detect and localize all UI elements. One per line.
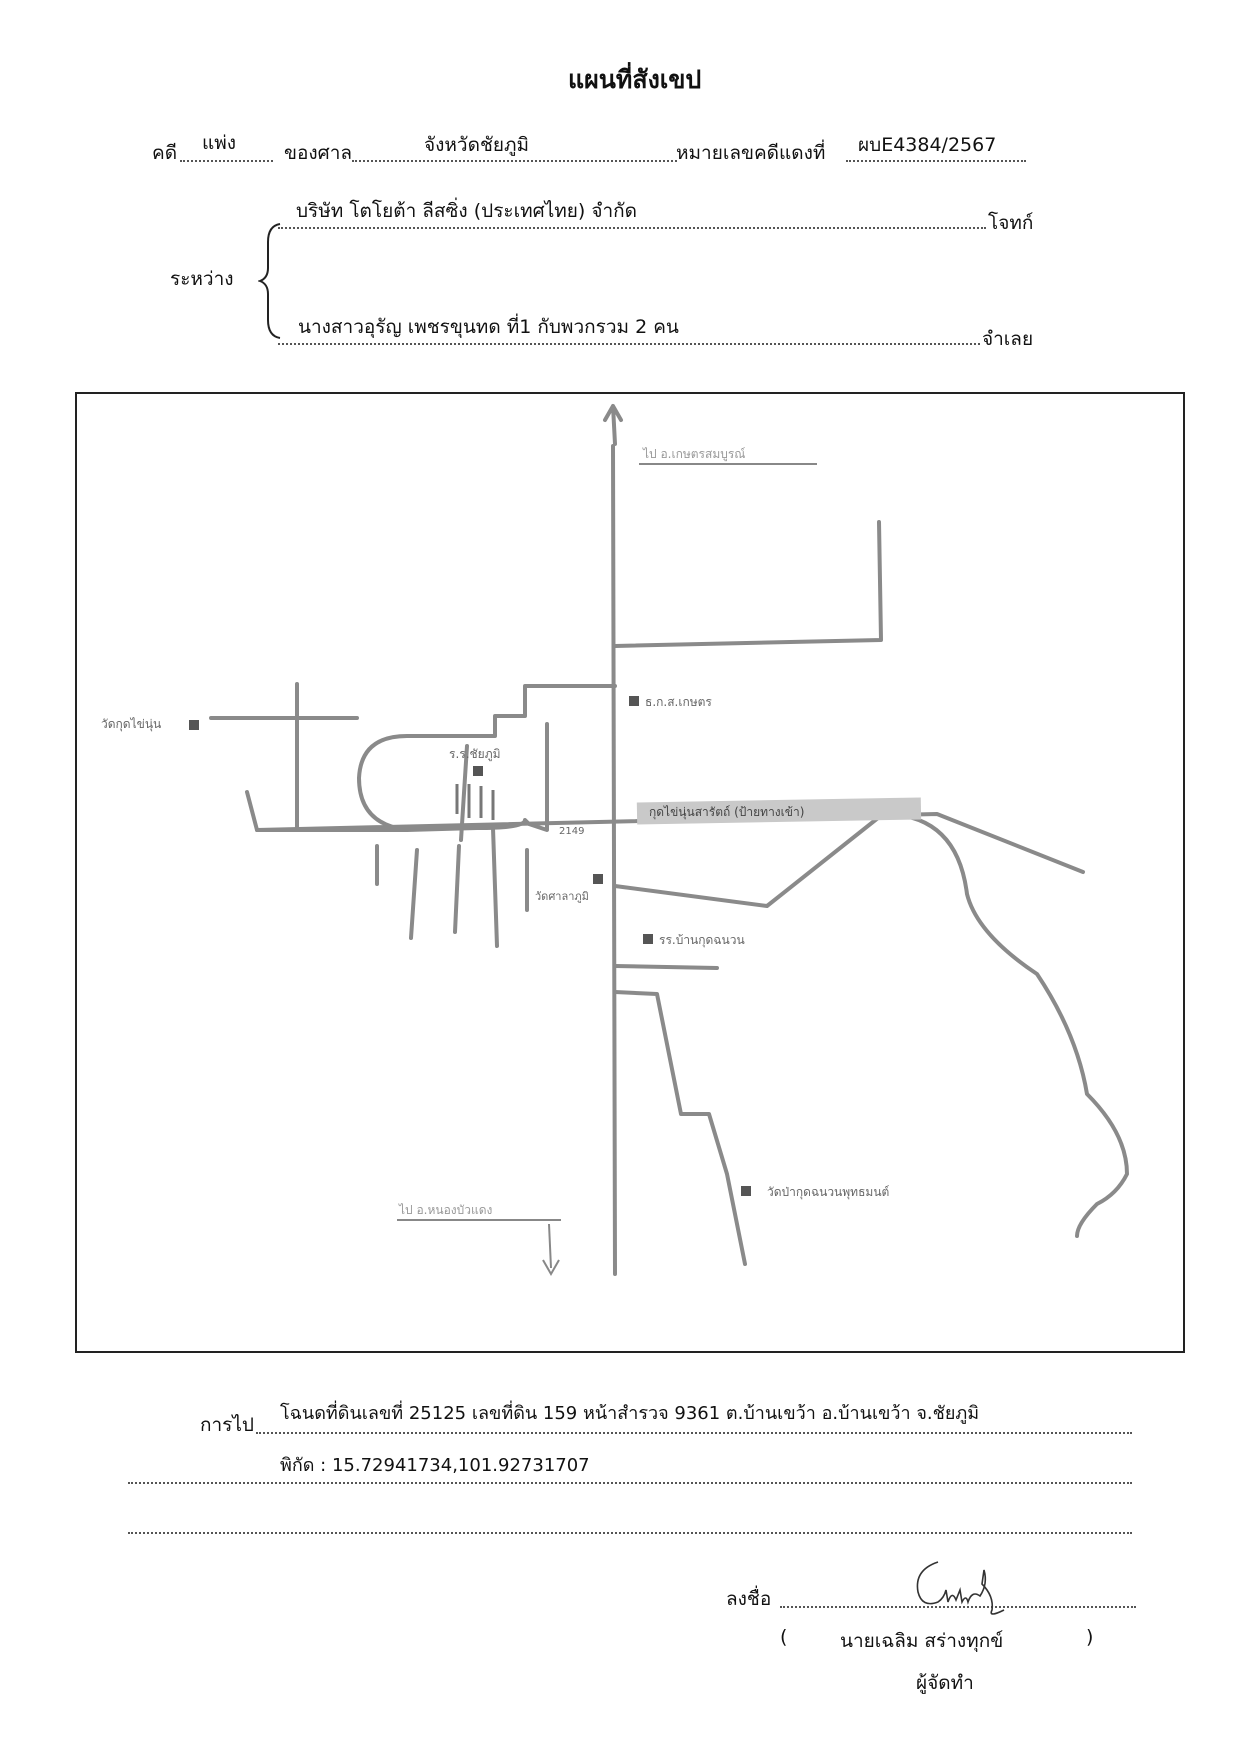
- school-lower-marker: [643, 934, 653, 944]
- red-case-label: หมายเลขคดีแดงที่: [676, 142, 826, 164]
- south-spurs: [375, 744, 529, 948]
- case-label: คดี: [152, 142, 178, 164]
- school-top-marker: [473, 766, 483, 776]
- plaintiff-line: [278, 227, 986, 229]
- main-horizontal-road: [255, 812, 1085, 874]
- temple-left-marker: [189, 720, 199, 730]
- between-label: ระหว่าง: [170, 268, 234, 290]
- defendant-name: นางสาวอุรัญ เพชรขุนทด ที่1 กับพวกรวม 2 ค…: [298, 316, 679, 338]
- target-label: กุดไข่นุ่นสารัตถ์ (ป้ายทางเข้า): [649, 805, 804, 820]
- court-name-line: [352, 160, 677, 162]
- temple-center-label: วัดศาลาภูมิ: [535, 890, 589, 903]
- court-label: ของศาล: [284, 142, 353, 164]
- coordinates-text: พิกัด : 15.72941734,101.92731707: [280, 1455, 590, 1476]
- target-highlight: [636, 797, 922, 825]
- road-ne: [613, 520, 883, 648]
- route-line-1: [256, 1432, 1132, 1434]
- temple-bottom-marker: [741, 1186, 751, 1196]
- case-type-line: [180, 160, 273, 162]
- road-se: [613, 812, 885, 908]
- route-text: โฉนดที่ดินเลขที่ 25125 เลขที่ดิน 159 หน้…: [280, 1403, 980, 1424]
- temple-left-label: วัดกุดไข่นุ่น: [101, 717, 161, 732]
- plaintiff-label: โจทก์: [988, 212, 1034, 234]
- road-south: [613, 990, 747, 1266]
- document-title: แผนที่สังเขป: [568, 65, 702, 94]
- role-label: ผู้จัดทำ: [916, 1672, 974, 1694]
- court-name: จังหวัดชัยภูมิ: [424, 134, 530, 156]
- road-school: [613, 964, 719, 970]
- party-brace: [258, 223, 281, 339]
- red-case-number: ผบE4384/2567: [858, 134, 997, 156]
- main-road: [611, 444, 617, 1276]
- north-arrow: [603, 404, 623, 446]
- signer-name: นายเฉลิม สร่างทุกข์: [840, 1630, 1004, 1652]
- school-top-label: ร.ร.ชัยภูมิ: [449, 747, 501, 762]
- signature: [916, 1561, 1005, 1615]
- north-destination-label: ไป อ.เกษตรสมบูรณ์: [642, 447, 745, 462]
- red-case-line: [846, 160, 1026, 162]
- paren-close: ): [1086, 1626, 1094, 1648]
- school-lower-label: รร.บ้านกุดฉนวน: [659, 933, 745, 948]
- defendant-label: จำเลย: [982, 328, 1034, 350]
- road-number-label: 2149: [559, 826, 584, 837]
- paren-open: (: [780, 1626, 788, 1648]
- route-line-2: [128, 1482, 1132, 1484]
- route-label: การไป: [200, 1414, 254, 1436]
- map-drawing: วัดกุดไข่นุ่น ร.ร.ชัยภูมิ ธ.ก.ส.เกษตร กุ…: [101, 404, 1129, 1277]
- sign-label: ลงชื่อ: [726, 1588, 772, 1610]
- sketch-map: วัดกุดไข่นุ่น ร.ร.ชัยภูมิ ธ.ก.ส.เกษตร กุ…: [75, 392, 1185, 1353]
- case-type: แพ่ง: [202, 132, 237, 154]
- shop-label: ธ.ก.ส.เกษตร: [645, 695, 712, 709]
- route-line-3: [128, 1532, 1132, 1534]
- temple-bottom-label: วัดป่ากุดฉนวนพุทธมนต์: [767, 1185, 889, 1200]
- left-spur: [209, 682, 409, 832]
- signature-line: [780, 1606, 1136, 1608]
- temple-center-marker: [593, 874, 603, 884]
- river: [881, 812, 1129, 1238]
- shop-marker: [629, 696, 639, 706]
- defendant-line: [278, 343, 980, 345]
- plaintiff-name: บริษัท โตโยต้า ลีสซิ่ง (ประเทศไทย) จำกัด: [296, 200, 638, 222]
- south-arrow: [542, 1223, 560, 1277]
- south-destination-label: ไป อ.หนองบัวแดง: [398, 1203, 492, 1217]
